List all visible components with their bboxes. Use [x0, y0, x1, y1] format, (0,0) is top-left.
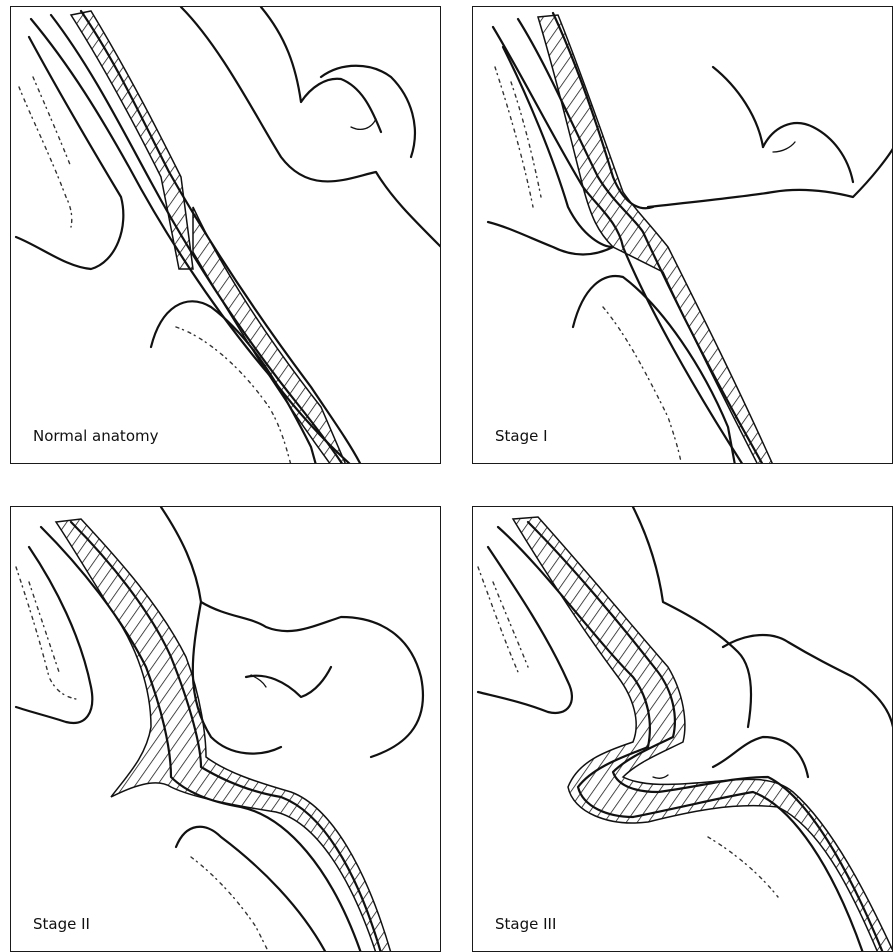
stage-3-drawing — [473, 507, 893, 952]
panel-label: Normal anatomy — [33, 427, 158, 445]
panel-normal-anatomy: Normal anatomy — [10, 6, 441, 464]
panel-stage-1: Stage I — [472, 6, 893, 464]
panel-label: Stage I — [495, 427, 548, 445]
panel-stage-3: Stage III — [472, 506, 893, 952]
panel-stage-2: Stage II — [10, 506, 441, 952]
stage-1-drawing — [473, 7, 893, 464]
normal-anatomy-drawing — [11, 7, 441, 464]
panel-label: Stage III — [495, 915, 556, 933]
stage-2-drawing — [11, 507, 441, 952]
panel-label: Stage II — [33, 915, 90, 933]
